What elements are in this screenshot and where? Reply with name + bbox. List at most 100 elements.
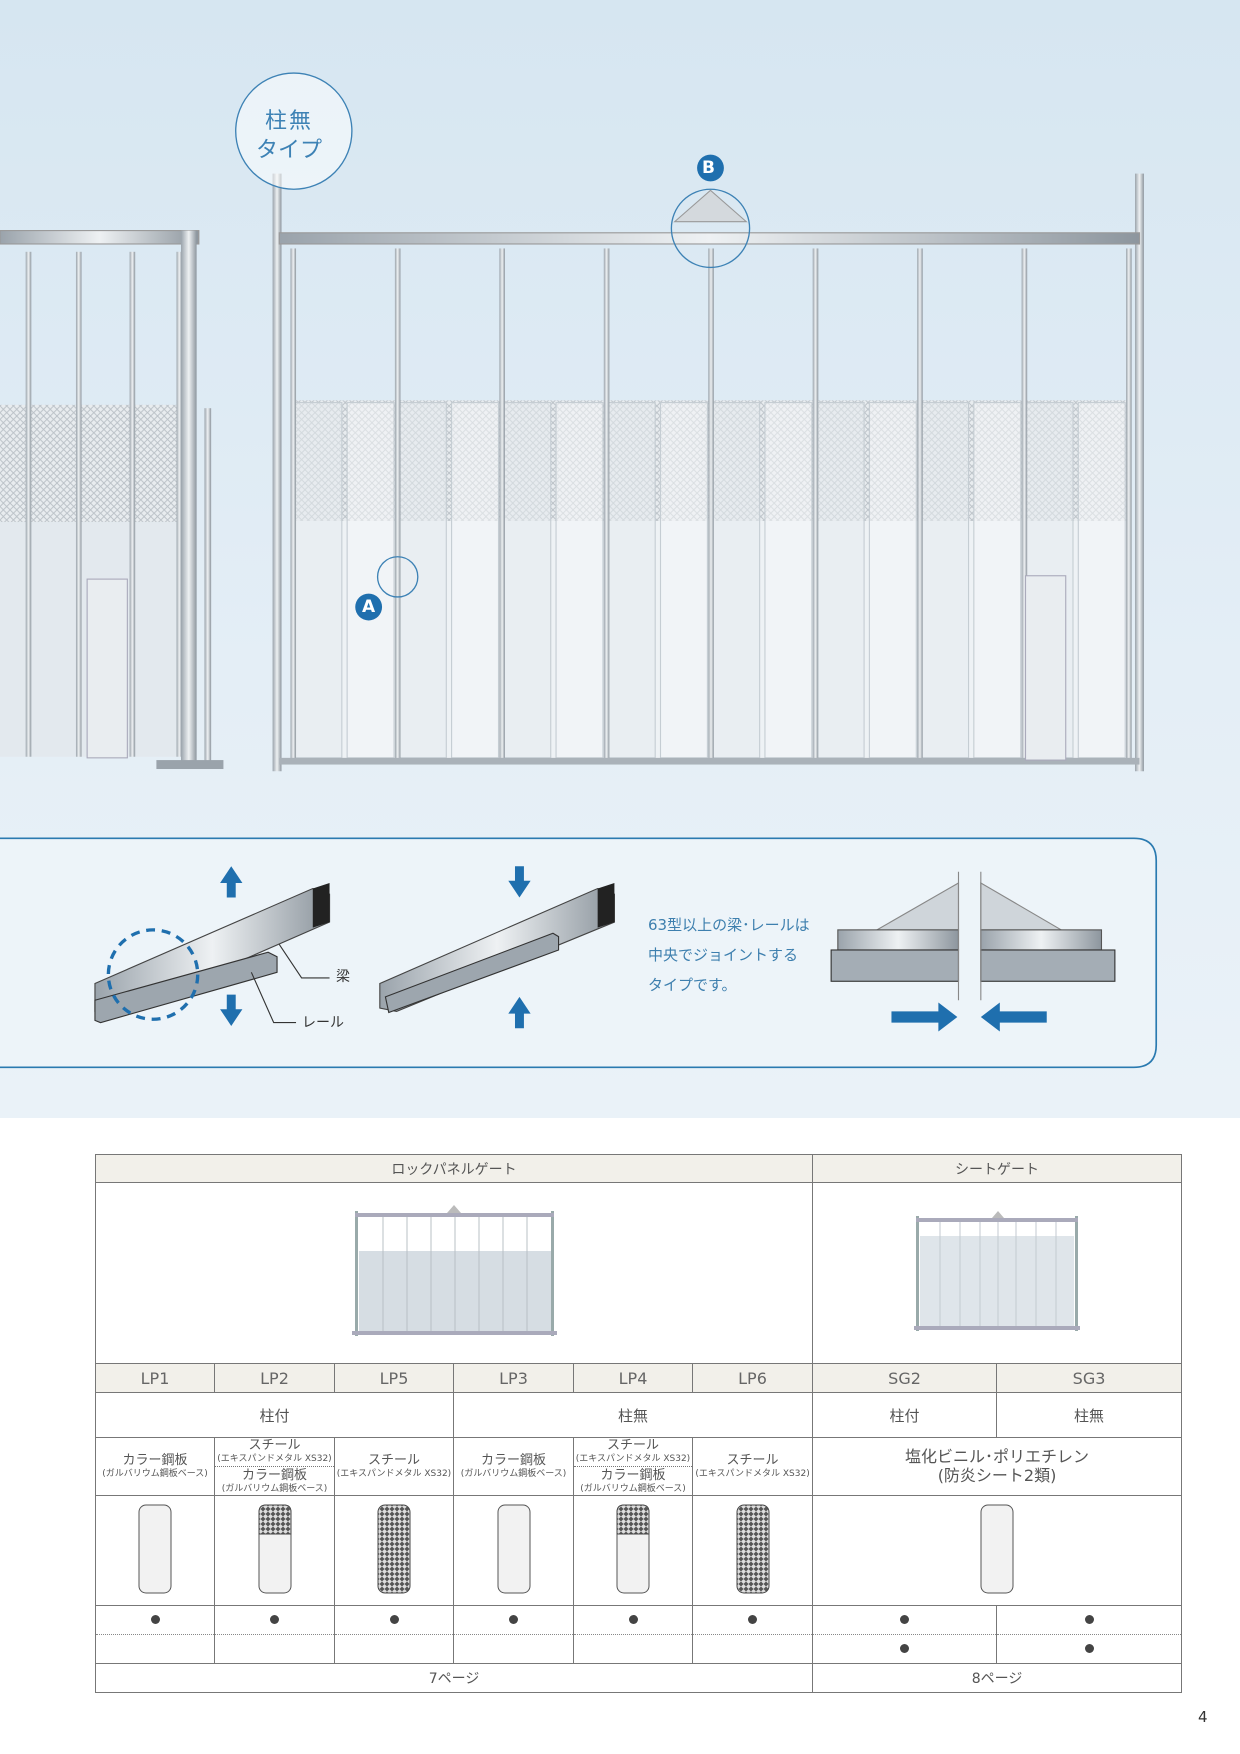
group-sheet: シートゲート <box>812 1154 1183 1183</box>
badge-a-circle <box>355 593 383 621</box>
top-beam <box>278 232 1141 245</box>
material-sub: (エキスパンドメタル XS32) <box>575 1453 691 1464</box>
beam-rail-illustration-2 <box>379 866 615 1029</box>
center-joint-plate <box>673 189 748 223</box>
bottom-rail <box>279 757 1140 765</box>
material-sub: (ガルバリウム鋼板ベース) <box>460 1468 567 1479</box>
material-swatch <box>691 1495 814 1606</box>
callout-box <box>0 837 1158 1069</box>
main-gate <box>272 173 1144 772</box>
vertical-bar <box>290 248 297 761</box>
material-lp2: スチール(エキスパンドメタル XS32)カラー鋼板(ガルバリウム鋼板ベース) <box>214 1437 335 1496</box>
model-lp4: LP4 <box>573 1363 693 1393</box>
availability-dot <box>1084 1615 1094 1624</box>
arrow-up-icon <box>508 996 531 1029</box>
availability-dot <box>900 1615 910 1624</box>
vertical-bar <box>917 248 923 761</box>
small-door <box>1024 575 1067 761</box>
availability-dot <box>509 1615 518 1624</box>
type-badge-circle <box>235 72 353 190</box>
material-lp4: スチール(エキスパンドメタル XS32) カラー鋼板(ガルバリウム鋼板ベース) <box>573 1437 693 1496</box>
type-badge-line1: 柱無 <box>265 109 314 134</box>
model-lp6: LP6 <box>691 1363 814 1393</box>
arrow-left-icon <box>980 1002 1047 1032</box>
beam-rail-illustration-1 <box>94 866 331 1026</box>
left-post <box>272 173 282 772</box>
vertical-bar <box>1126 248 1132 761</box>
material-swatch <box>95 1495 215 1606</box>
panel <box>659 402 708 759</box>
center-joint-illustration <box>830 871 1116 1032</box>
top-beam <box>0 230 200 245</box>
post-type-with: 柱付 <box>95 1392 454 1438</box>
right-post <box>1134 173 1144 772</box>
vertical-bar <box>394 248 401 761</box>
material-lp6: スチール(エキスパンドメタル XS32) <box>691 1437 814 1496</box>
material-name: スチール <box>726 1452 779 1468</box>
detail-a-circle <box>376 556 419 598</box>
plain-material-swatch-icon <box>497 1504 530 1593</box>
rock-panel-gate-thumbnail <box>351 1205 557 1336</box>
vertical-bar <box>25 251 32 757</box>
detail-b-circle <box>670 188 751 269</box>
panel <box>294 402 343 759</box>
panel <box>973 402 1022 759</box>
panel <box>607 402 656 759</box>
availability-dot <box>628 1615 638 1624</box>
vertical-bar <box>1021 248 1028 761</box>
vertical-bar <box>708 248 714 761</box>
material-name: カラー鋼板 <box>480 1452 546 1468</box>
availability-dot <box>389 1615 399 1624</box>
material-sub: (エキスパンドメタル XS32) <box>336 1468 452 1479</box>
panel <box>398 402 447 759</box>
material-sub: (エキスパンドメタル XS32) <box>695 1468 810 1479</box>
vertical-bar <box>129 251 136 757</box>
material-name: カラー鋼板 <box>600 1468 666 1483</box>
rail-label: レール <box>302 1015 344 1031</box>
base-plate <box>156 760 224 770</box>
partial-gate-left <box>0 230 224 770</box>
availability-dot <box>150 1615 160 1624</box>
panel <box>1077 402 1126 759</box>
plain-material-swatch-icon <box>138 1504 172 1593</box>
arrow-down-icon <box>220 994 243 1026</box>
badge-b-circle <box>697 154 724 182</box>
page-ref-rock-panel: 7ページ <box>94 1663 814 1693</box>
post <box>180 230 197 767</box>
vertical-bar <box>75 251 82 757</box>
material-swatch <box>214 1495 335 1606</box>
material-lp5: スチール(エキスパンドメタル XS32) <box>334 1437 454 1496</box>
arrow-up-icon <box>220 866 243 898</box>
badge-b-label: B <box>702 158 715 178</box>
material-swatch <box>453 1495 574 1606</box>
mesh-material-swatch-icon <box>377 1504 411 1593</box>
panel <box>555 402 604 759</box>
material-sub: (ガルバリウム鋼板ベース) <box>580 1483 686 1494</box>
material-name: スチール <box>248 1437 301 1453</box>
sheet-gate-thumbnail <box>914 1211 1081 1331</box>
model-lp2: LP2 <box>214 1363 335 1393</box>
rock-panel-photo <box>94 1182 814 1364</box>
material-name: スチール <box>606 1437 659 1453</box>
material-lp3: カラー鋼板(ガルバリウム鋼板ベース) <box>453 1437 574 1496</box>
sheet-gate-photo <box>812 1182 1183 1364</box>
beam-label: 梁 <box>336 969 350 985</box>
vertical-bar <box>603 248 610 761</box>
callout-line: タイプです。 <box>648 976 737 994</box>
badge-a-label: A <box>362 597 376 617</box>
post-type-sg2: 柱付 <box>812 1392 998 1438</box>
model-sg3: SG3 <box>996 1363 1183 1393</box>
vertical-bar <box>812 248 819 761</box>
callout-line: 63型以上の梁･レールは <box>648 916 810 934</box>
panel <box>921 402 970 759</box>
page-ref-sheet: 8ページ <box>812 1663 1183 1693</box>
material-sheet: 塩化ビニル･ポリエチレン(防炎シート2類) <box>812 1437 1183 1496</box>
group-rock-panel: ロックパネルゲート <box>94 1154 814 1183</box>
half-material-swatch-icon <box>616 1504 650 1593</box>
panel <box>816 402 865 759</box>
page-number: 4 <box>1198 1708 1208 1726</box>
model-sg2: SG2 <box>812 1363 998 1393</box>
availability-dot <box>748 1615 758 1624</box>
material-sub: (エキスパンドメタル XS32) <box>217 1453 332 1464</box>
callout-text: 63型以上の梁･レールは 中央でジョイントする タイプです。 <box>648 910 810 1000</box>
